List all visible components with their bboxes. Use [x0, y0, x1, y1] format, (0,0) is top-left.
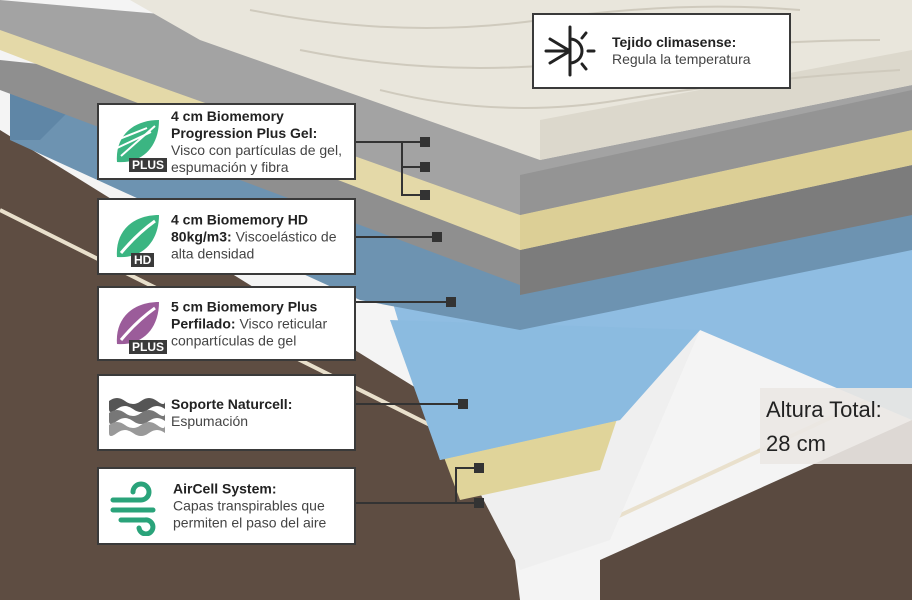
- badge-plus: PLUS: [128, 157, 167, 172]
- snowflake-sun-icon: [544, 25, 596, 77]
- leaf-icon: PLUS: [107, 112, 167, 172]
- callout-soporte-title: Soporte Naturcell:: [171, 395, 293, 412]
- callout-plus-title: 5 cm Biomemory Plus Perfilado:: [171, 298, 318, 331]
- air-flow-icon: [110, 481, 156, 536]
- callout-gel-title: 4 cm Biomemory Progression Plus Gel:: [171, 107, 318, 141]
- callout-tejido-desc: Regula la temperatura: [612, 51, 751, 67]
- leaf-icon: HD: [107, 207, 167, 267]
- callout-aircell-title: AirCell System:: [173, 480, 277, 497]
- altura-label: Altura Total:: [766, 397, 882, 422]
- callout-tejido-title: Tejido climasense:: [612, 34, 737, 50]
- callout-plus-desc: Visco reticular conpartículas de gel: [171, 315, 328, 348]
- badge-plus: PLUS: [128, 339, 167, 354]
- altura-value: 28 cm: [766, 431, 826, 456]
- badge-hd: HD: [131, 252, 155, 267]
- callout-gel: PLUS 4 cm Biomemory Progression Plus Gel…: [97, 103, 356, 180]
- altura-total: Altura Total: 28 cm: [760, 388, 912, 464]
- callout-soporte-desc: Espumación: [171, 412, 249, 429]
- callout-soporte: Soporte Naturcell: Espumación: [97, 374, 356, 451]
- leaf-icon: PLUS: [107, 294, 167, 354]
- callout-aircell-desc: Capas transpirables que permiten el paso…: [173, 497, 327, 531]
- callout-hd-title: 4 cm Biomemory HD 80kg/m3:: [171, 211, 308, 244]
- callout-hd: HD 4 cm Biomemory HD 80kg/m3: Viscoelást…: [97, 198, 356, 275]
- callout-hd-desc: Viscoelástico de alta densidad: [171, 228, 337, 261]
- callout-aircell: AirCell System: Capas transpirables que …: [97, 467, 356, 545]
- callout-plus: PLUS 5 cm Biomemory Plus Perfilado: Visc…: [97, 286, 356, 361]
- callout-tejido: Tejido climasense: Regula la temperatura: [532, 13, 791, 89]
- foam-layers-icon: [109, 397, 165, 436]
- callout-gel-desc: Visco con partículas de gel, espumación …: [171, 141, 342, 175]
